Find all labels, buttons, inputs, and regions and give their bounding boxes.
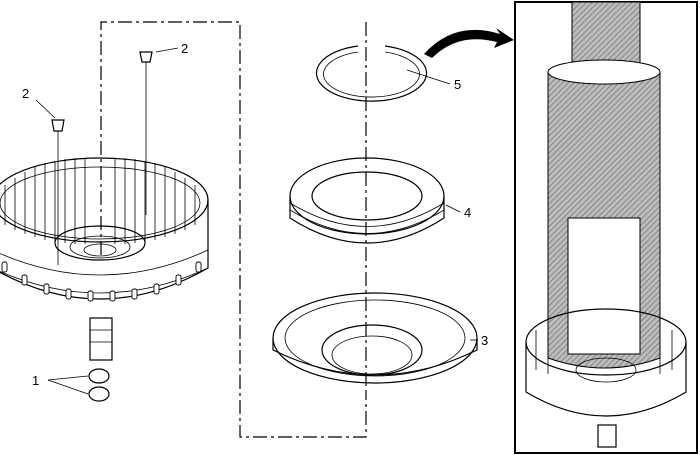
- spring-assembly: [289, 157, 461, 244]
- callout-2-right: 2: [181, 41, 188, 56]
- plug-left: [51, 119, 65, 265]
- callout-4: 4: [464, 205, 471, 220]
- inset-detail-view: [514, 1, 698, 454]
- curved-arrow-icon: [424, 28, 514, 58]
- assembly-centerline: [100, 21, 367, 438]
- callout-2-left: 2: [22, 86, 29, 101]
- callout-1: 1: [32, 373, 39, 388]
- piston: [272, 292, 478, 384]
- plug-right: [139, 51, 153, 215]
- snap-ring: [315, 45, 451, 102]
- callout-3: 3: [481, 333, 488, 348]
- callout-labels: 1 2 2 3 4 5: [22, 41, 488, 395]
- o-rings: [88, 368, 110, 402]
- drum-housing: [0, 157, 209, 361]
- callout-5: 5: [454, 77, 461, 92]
